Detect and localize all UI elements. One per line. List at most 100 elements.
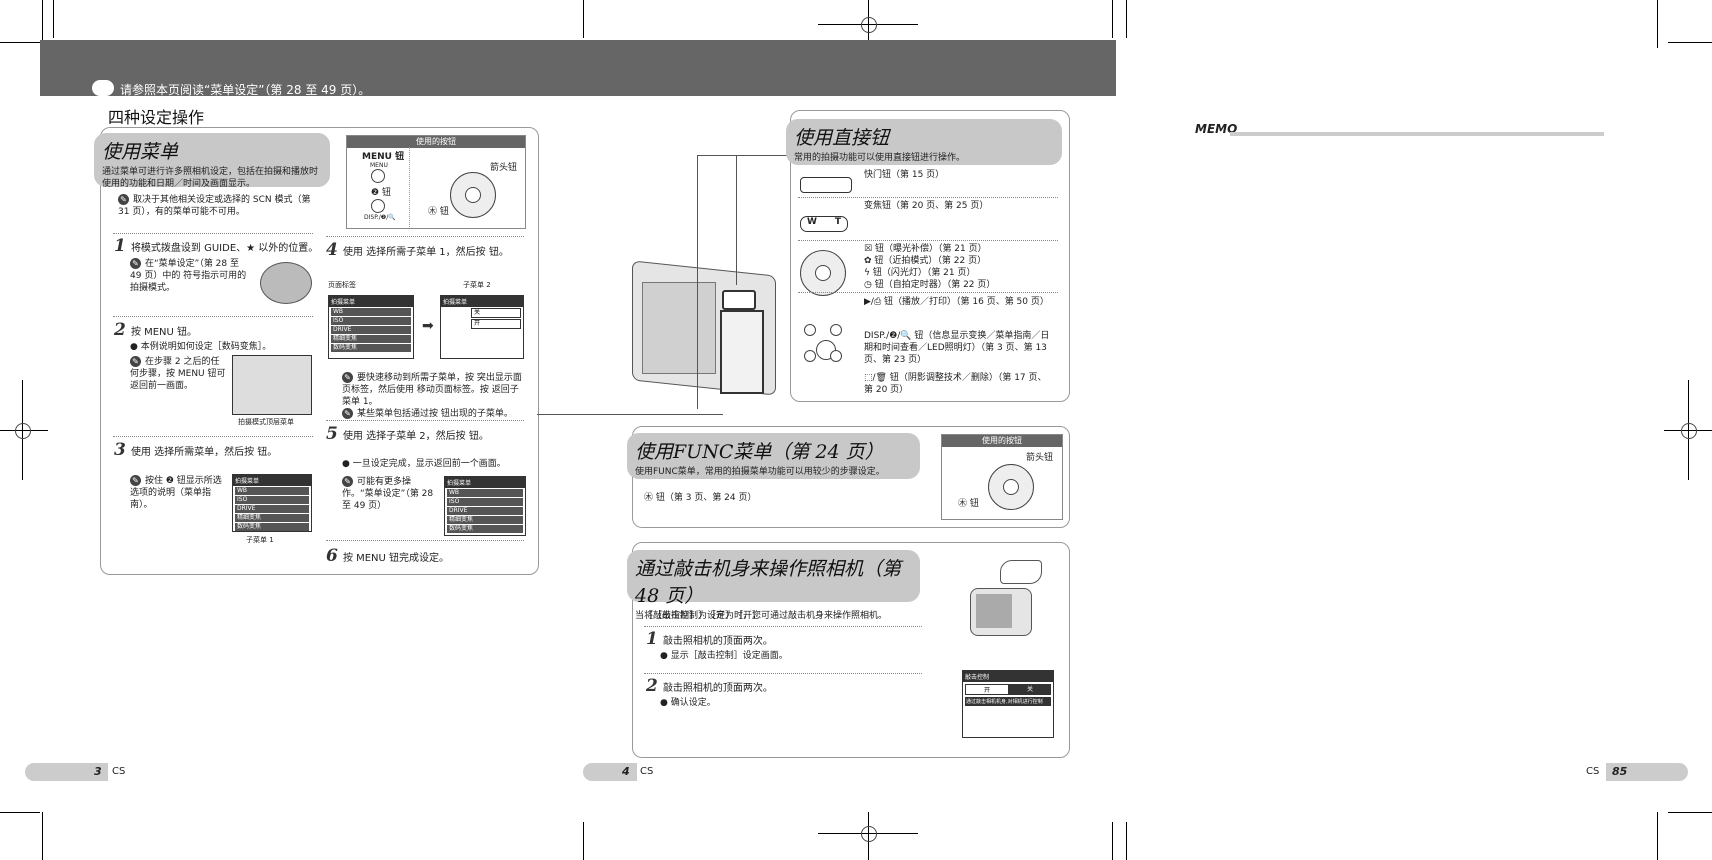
submenu-2-screen: 拍摄菜单 关 开 bbox=[440, 295, 524, 359]
divider bbox=[798, 292, 1058, 293]
disp-button-label: DISP./❷/🔍 bbox=[364, 214, 396, 221]
direct-item-playback: ▶/⎙ 钮（播放／打印）（第 16 页、第 50 页） bbox=[864, 297, 1049, 307]
banner-text: 请参照本页阅读“菜单设定”（第 28 至 49 页）。 bbox=[120, 83, 371, 97]
divider bbox=[409, 147, 410, 227]
func-ok-label: ㊍ 钮 bbox=[958, 499, 979, 509]
tap-setting: 将［敲击控制］设定为［开］ bbox=[644, 611, 762, 621]
menu-section-desc: 通过菜单可进行许多照相机设定，包括在拍摄和播放时使用的功能和日期／时间及画面显示… bbox=[102, 167, 319, 189]
page-bar bbox=[25, 763, 108, 781]
func-item: ㊍ 钮（第 3 页、第 24 页） bbox=[644, 493, 757, 503]
direct-section-title: 使用直接钮 bbox=[794, 127, 890, 149]
step-6: 6 按 MENU 钮完成设定。 bbox=[326, 546, 450, 566]
memo-line bbox=[1230, 132, 1604, 136]
tap-step-2: 2 敲击照相机的顶面两次。 bbox=[646, 676, 773, 696]
step-2-note: ✎在步骤 2 之后的任何步骤，按 MENU 钮可返回前一画面。 bbox=[130, 356, 226, 391]
divider bbox=[798, 197, 1058, 198]
menu-section-title: 使用菜单 bbox=[102, 141, 179, 163]
buttons-box-header: 使用的按钮 bbox=[347, 136, 525, 148]
page-lang: CS bbox=[640, 766, 654, 777]
submenu-1-caption: 子菜单 1 bbox=[246, 536, 274, 544]
page-lang: CS bbox=[112, 766, 126, 777]
direct-item-zoom: 变焦钮（第 20 页、第 25 页） bbox=[864, 201, 989, 211]
playback-button-icon bbox=[830, 324, 842, 336]
step-1-note: ✎在“菜单设定”（第 28 至 49 页）中的 符号指示可用的拍摄模式。 bbox=[130, 258, 247, 293]
crop-mark bbox=[1112, 0, 1113, 38]
menu-button-label: MENU 钮 bbox=[362, 152, 405, 162]
camera-screen bbox=[642, 282, 716, 374]
crop-mark bbox=[1657, 812, 1658, 860]
header-banner bbox=[40, 40, 1116, 96]
top-menu-screen bbox=[232, 355, 312, 415]
menu-button-icon bbox=[804, 324, 816, 336]
leader-line bbox=[736, 155, 737, 285]
section-title: 四种设定操作 bbox=[108, 108, 205, 127]
leader-line bbox=[537, 414, 723, 415]
step-2-bullet: ● 本例说明如何设定［数码变焦］。 bbox=[130, 342, 272, 352]
page-number: 85 bbox=[1612, 765, 1628, 778]
direct-item-selftimer: ◷ 钮（自拍定时器）（第 22 页） bbox=[864, 280, 996, 290]
disp-button-icon bbox=[804, 350, 816, 362]
divider bbox=[798, 240, 1058, 241]
crop-mark bbox=[1668, 812, 1712, 813]
step-5: 5 使用 选择子菜单 2，然后按 钮。 bbox=[326, 424, 489, 444]
divider bbox=[326, 236, 524, 237]
crop-mark bbox=[0, 42, 40, 43]
tap-step-1: 1 敲击照相机的顶面两次。 bbox=[646, 629, 773, 649]
func-section-desc: 使用FUNC菜单，常用的拍摄菜单功能可以用较少的步骤设定。 bbox=[635, 467, 885, 477]
step-3: 3 使用 选择所需菜单，然后按 钮。 bbox=[114, 440, 278, 460]
page-bar bbox=[1606, 763, 1688, 781]
crop-mark bbox=[583, 0, 584, 38]
crop-mark bbox=[1112, 822, 1113, 860]
crop-mark bbox=[583, 822, 584, 860]
func-box-header: 使用的按钮 bbox=[942, 435, 1062, 447]
divider bbox=[113, 233, 313, 234]
menu-button-icon bbox=[371, 169, 385, 183]
tap-section-desc: 当［敲击控制］为［开］时，您可通过敲击机身来操作照相机。 bbox=[635, 611, 888, 621]
arrow-right-icon: ➡ bbox=[422, 318, 434, 334]
step-4-screen: 拍摄菜单 WB ISO DRIVE 精细变焦 数码变焦 bbox=[328, 295, 414, 359]
divider bbox=[113, 436, 313, 437]
page-lang: CS bbox=[1586, 766, 1600, 777]
page-bar bbox=[583, 763, 637, 781]
memo-label: MEMO bbox=[1195, 122, 1238, 136]
divider bbox=[644, 626, 922, 627]
tap-control-screen: 敲击控制 开 关 通过敲击相机机身,对相机进行控制 bbox=[962, 670, 1054, 738]
camera-button-cluster bbox=[720, 310, 764, 394]
arrow-pad-icon bbox=[450, 172, 496, 218]
crop-mark bbox=[1126, 822, 1127, 860]
tap-step-2-bullet: ● 确认设定。 bbox=[660, 698, 716, 708]
direct-item-macro: ✿ 钮（近拍模式）（第 22 页） bbox=[864, 256, 987, 266]
crop-mark bbox=[1668, 42, 1712, 43]
arrow-pad-icon bbox=[988, 464, 1034, 510]
direct-section-tab: 使用直接钮 常用的拍摄功能可以使用直接钮进行操作。 bbox=[786, 119, 1062, 165]
step-3-note: ✎按住 ❷ 钮显示所选选项的说明（菜单指南）。 bbox=[130, 475, 222, 510]
tap-step-1-bullet: ● 显示［敲击控制］设定画面。 bbox=[660, 651, 788, 661]
direct-item-shutter: 快门钮（第 15 页） bbox=[864, 170, 945, 180]
buttons-used-box: 使用的按钮 bbox=[346, 135, 526, 229]
page-number: 4 bbox=[622, 765, 630, 778]
direct-item-delete: ⬚/🗑 钮（阴影调整技术／删除）（第 17 页、第 20 页） bbox=[864, 373, 1047, 395]
step-4-note-a: ✎要快速移动到所需子菜单，按 突出显示面页标签，然后使用 移动页面标签。按 返回… bbox=[342, 372, 522, 407]
divider bbox=[113, 316, 313, 317]
func-arrow-label: 箭头钮 bbox=[1026, 453, 1054, 463]
leader-line bbox=[697, 155, 698, 409]
step-1: 1 将模式拨盘设到 GUIDE、★ 以外的位置。 bbox=[114, 236, 319, 256]
menu-section-tab: 使用菜单 通过菜单可进行许多照相机设定，包括在拍摄和播放时使用的功能和日期／时间… bbox=[94, 133, 330, 189]
registration-circle bbox=[861, 826, 877, 842]
registration-circle bbox=[15, 423, 31, 439]
tap-section-title: 通过敲击机身来操作照相机（第 48 页） bbox=[635, 558, 902, 607]
tap-section-tab: 通过敲击机身来操作照相机（第 48 页） 当［敲击控制］为［开］时，您可通过敲击… bbox=[627, 550, 920, 621]
registration-circle bbox=[1681, 423, 1697, 439]
note-icon: ✎ bbox=[118, 194, 129, 205]
shutter-button-icon bbox=[800, 177, 852, 193]
crop-mark bbox=[1657, 0, 1658, 48]
submenu-1-screen: 拍摄菜单 WB ISO DRIVE 精细变焦 数码变焦 bbox=[232, 474, 312, 532]
func-section-title: 使用FUNC菜单（第 24 页） bbox=[635, 441, 884, 463]
divider bbox=[326, 540, 524, 541]
step-4-note-b: ✎某些菜单包括通过按 钮出现的子菜单。 bbox=[342, 408, 522, 420]
tap-camera-screen bbox=[976, 594, 1012, 628]
leader-line bbox=[697, 155, 789, 156]
step-5-screen: 拍摄菜单 WB ISO DRIVE 精细变焦 数码变焦 bbox=[444, 476, 526, 536]
hand-icon bbox=[1000, 560, 1042, 584]
menu-note: ✎取决于其他相关设定或选择的 SCN 模式（第 31 页），有的菜单可能不可用。 bbox=[118, 194, 318, 218]
